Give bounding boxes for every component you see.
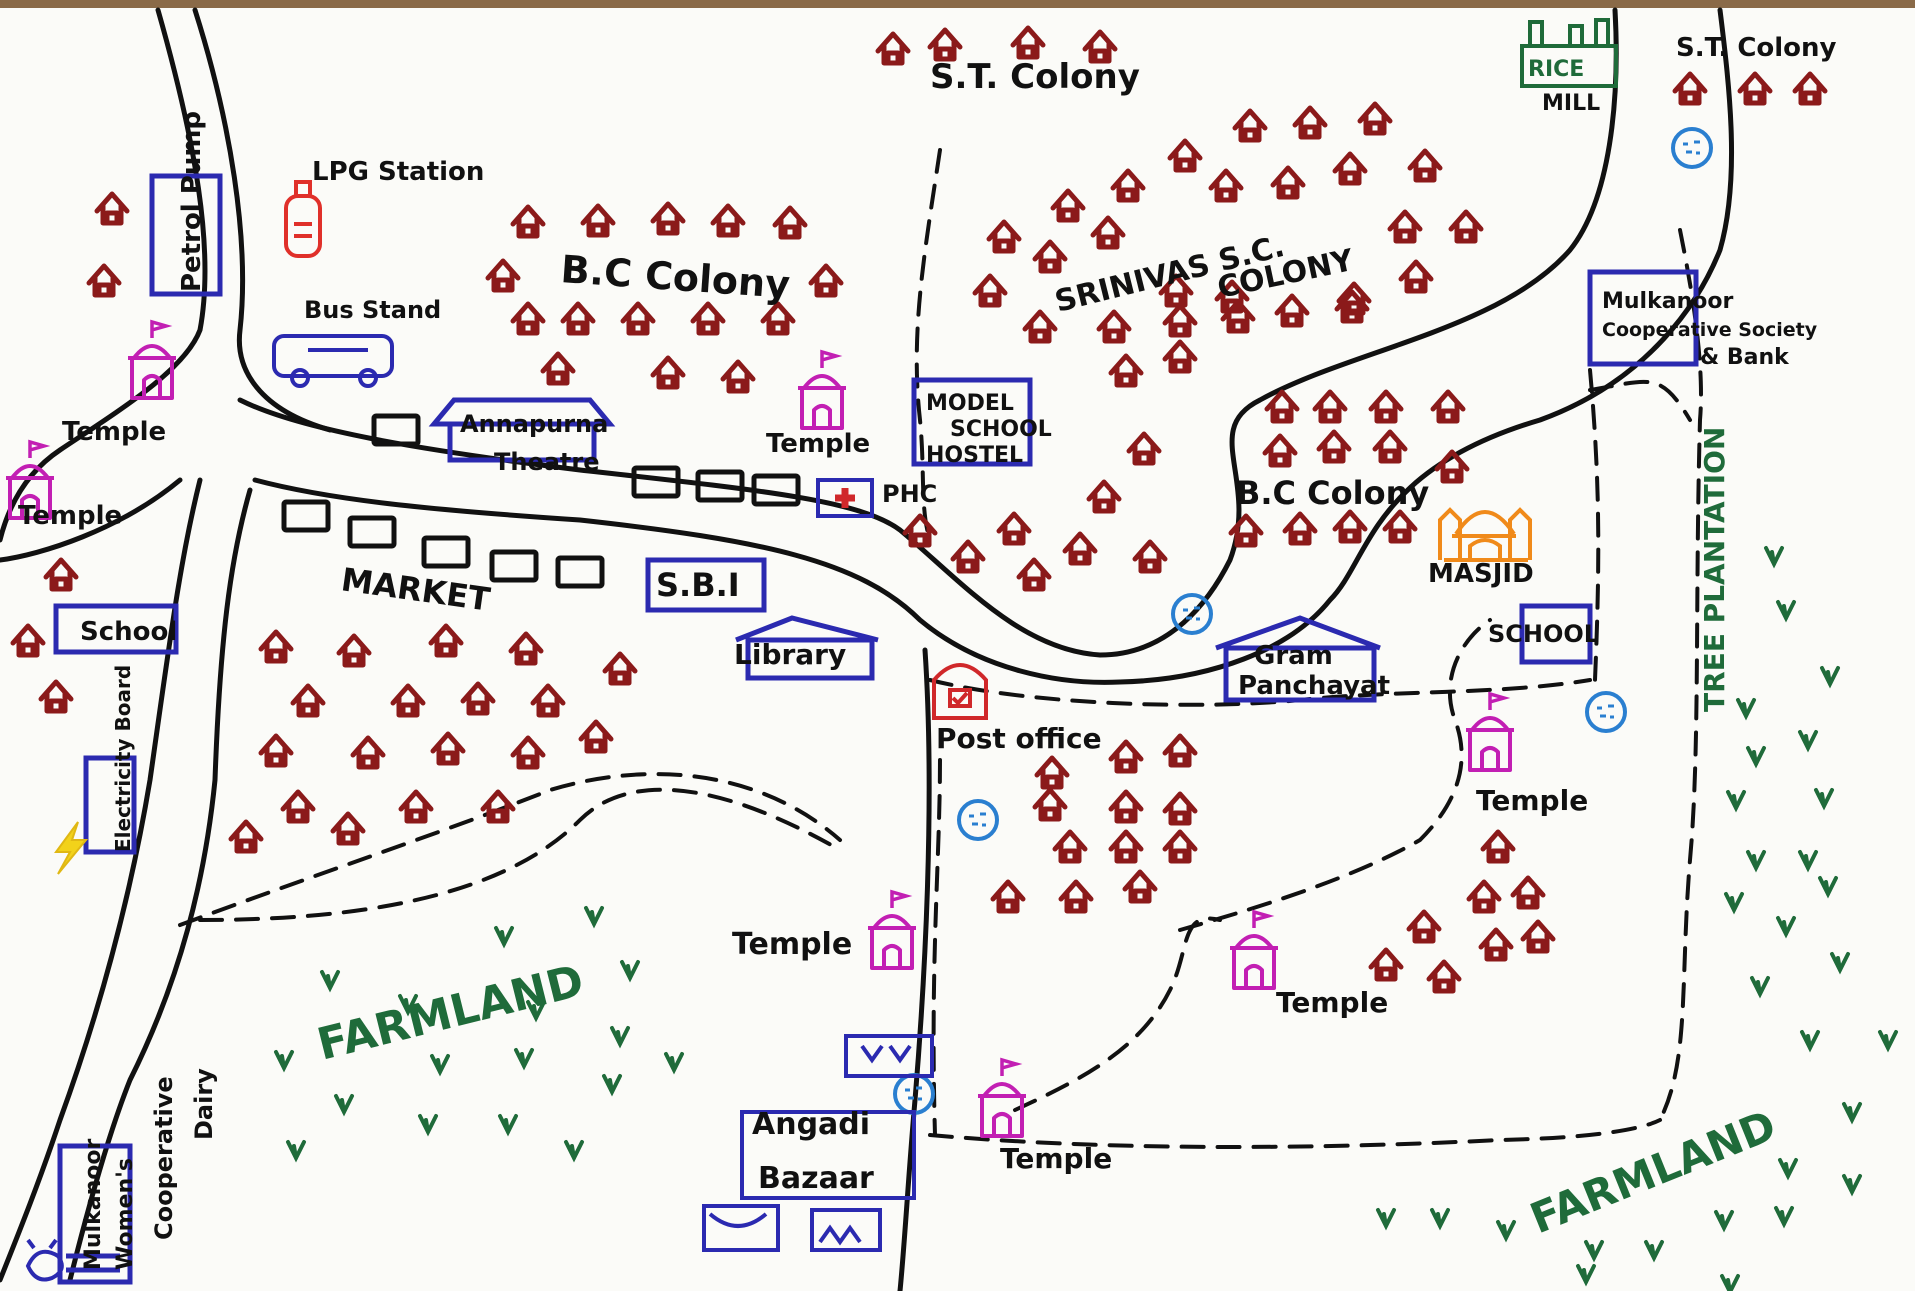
gram-panchayat-label-2: Panchayat [1238,671,1390,701]
phc-label: PHC [882,480,937,508]
temple-left-label: Temple [62,417,166,447]
temple-lower-right-label: Temple [1276,986,1388,1019]
lpg-cylinder-icon [284,180,322,258]
dairy-label-3: Cooperative [150,1076,178,1240]
model-school-hostel-label-3: HOSTEL [926,443,1023,468]
annapurna-theatre-label-2: Theatre [494,448,600,476]
road-left-outer [0,7,208,543]
lightning-icon [54,821,89,875]
electricity-board-label: Electricity Board [111,665,135,852]
bus-stand-label: Bus Stand [304,296,441,324]
rice-mill-label-2: MILL [1542,91,1600,116]
library-label: Library [734,638,846,671]
dairy-label-4: Dairy [190,1068,218,1140]
road-main-lower [252,7,1735,685]
temple-bottom-label: Temple [1000,1142,1112,1175]
dairy-label-2: Women's [113,1158,138,1270]
road-left-outer-2 [192,7,333,433]
temple-right-label: Temple [1476,784,1588,817]
rice-mill-label: RICE [1528,57,1584,82]
dairy-building [57,1143,133,1285]
cow-icon [25,1238,64,1282]
top-paper-edge [0,0,1915,8]
angadi-bazaar-label: Angadi [752,1107,870,1142]
dairy-label: Mulkanoor [81,1139,106,1270]
bc-colony-right-label: B.C Colony [1236,474,1429,512]
model-school-hostel-label-2: SCHOOL [950,417,1052,442]
mulkanoor-bank-label-2: Cooperative Society [1602,319,1818,341]
bus-icon [272,334,394,388]
school-right-building [1519,603,1593,665]
annapurna-theatre-label: Annapurna [460,410,608,438]
gram-panchayat-label: Gram [1254,641,1333,671]
road-left-lower-b [67,487,253,1283]
roads [0,7,1735,1291]
model-school-hostel-label: MODEL [926,391,1014,416]
school-left-building [53,603,179,655]
annapurna-theatre-building [428,397,616,463]
library-building [735,615,879,681]
road-main-upper [237,7,1619,658]
angadi-bazaar-label-2: Bazaar [758,1161,874,1196]
sbi-label: S.B.I [656,566,740,604]
post-office-label: Post office [936,722,1102,755]
tree-plantation-label: TREE PLANTATION [1698,427,1731,712]
petrol-pump-label: Petrol Pump [177,111,207,292]
school-right-label: SCHOOL [1488,620,1599,648]
masjid-label: MASJID [1428,559,1534,589]
model-school-hostel-building [911,377,1033,467]
petrol-pump-building [149,173,223,297]
phc-building [816,478,874,518]
temple-lower-mid-label: Temple [732,927,852,962]
rice-mill-icon [1520,18,1618,88]
st-colony-top-label: S.T. Colony [930,57,1140,97]
st-colony-right-label: S.T. Colony [1676,33,1837,63]
masjid-icon [1438,507,1532,562]
road-left-branch-lower [0,477,183,563]
angadi-bazaar-stalls [702,1034,934,1252]
sbi-building [645,557,767,613]
mulkanoor-bank-label-3: & Bank [1700,345,1790,370]
mulkanoor-bank-building [1587,269,1699,367]
post-office-icon [932,663,988,720]
school-left-label: School [80,617,177,647]
lpg-station-label: LPG Station [312,157,484,187]
red-cross-icon [835,488,855,508]
gram-panchayat-building [1215,615,1381,703]
road-center-south [897,647,932,1291]
mulkanoor-bank-label: Mulkanoor [1602,289,1733,314]
temple-left-label-2: Temple [18,501,122,531]
electricity-board-building [83,755,137,855]
temple-mid-label: Temple [766,429,870,459]
road-left-lower-a [0,477,203,1283]
